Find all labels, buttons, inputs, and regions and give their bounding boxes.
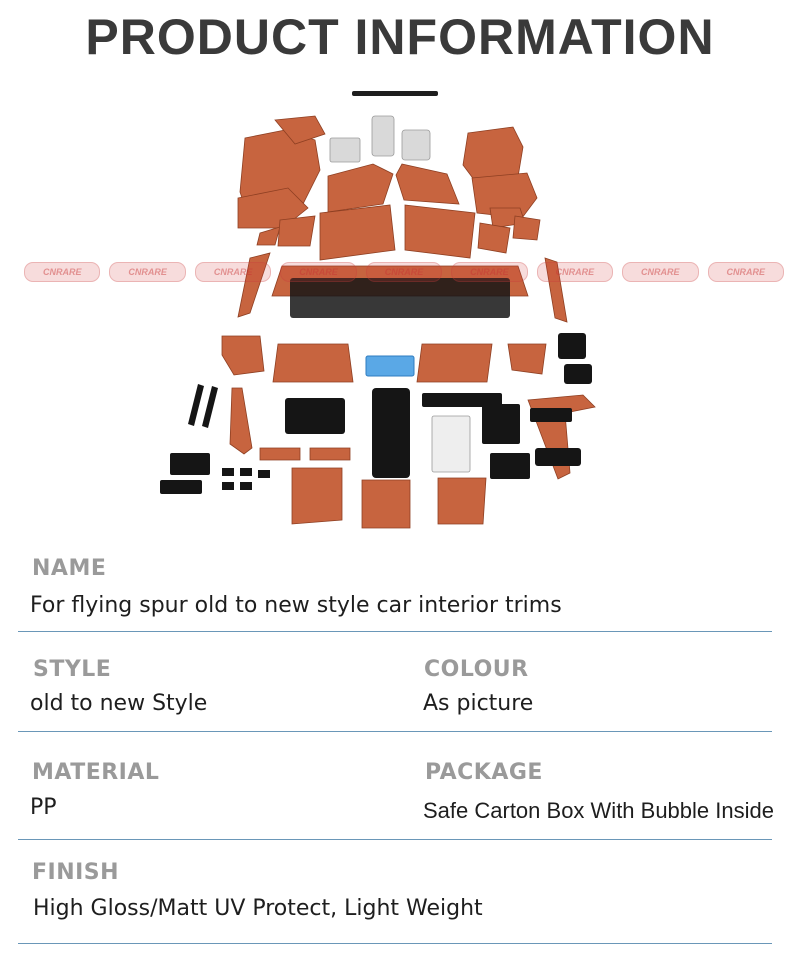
watermark: CNRARE — [451, 262, 528, 282]
divider — [18, 943, 772, 944]
page-title: PRODUCT INFORMATION — [85, 9, 715, 65]
divider — [18, 731, 772, 732]
package-value: Safe Carton Box With Bubble Inside — [423, 798, 774, 823]
finish-label: FINISH — [32, 860, 120, 885]
watermark: CNRARE — [707, 262, 784, 282]
watermark-strip: CNRARE CNRARE CNRARE CNRARE CNRARE CNRAR… — [24, 262, 784, 282]
material-value: PP — [30, 795, 57, 820]
divider — [18, 631, 772, 632]
watermark: CNRARE — [536, 262, 614, 282]
watermark: CNRARE — [24, 262, 101, 282]
watermark: CNRARE — [194, 262, 272, 282]
watermark: CNRARE — [622, 262, 699, 282]
colour-value: As picture — [423, 691, 534, 716]
style-label: STYLE — [33, 657, 112, 682]
divider — [18, 839, 772, 840]
title-underline — [352, 91, 438, 96]
colour-label: COLOUR — [424, 657, 529, 682]
name-value: For flying spur old to new style car int… — [30, 593, 562, 618]
name-label: NAME — [32, 556, 107, 581]
material-label: MATERIAL — [32, 760, 160, 785]
watermark: CNRARE — [280, 262, 357, 282]
watermark: CNRARE — [109, 262, 186, 282]
product-image — [160, 115, 596, 529]
style-value: old to new Style — [30, 691, 208, 716]
watermark: CNRARE — [365, 262, 443, 282]
finish-value: High Gloss/Matt UV Protect, Light Weight — [33, 896, 483, 921]
package-label: PACKAGE — [425, 760, 543, 785]
